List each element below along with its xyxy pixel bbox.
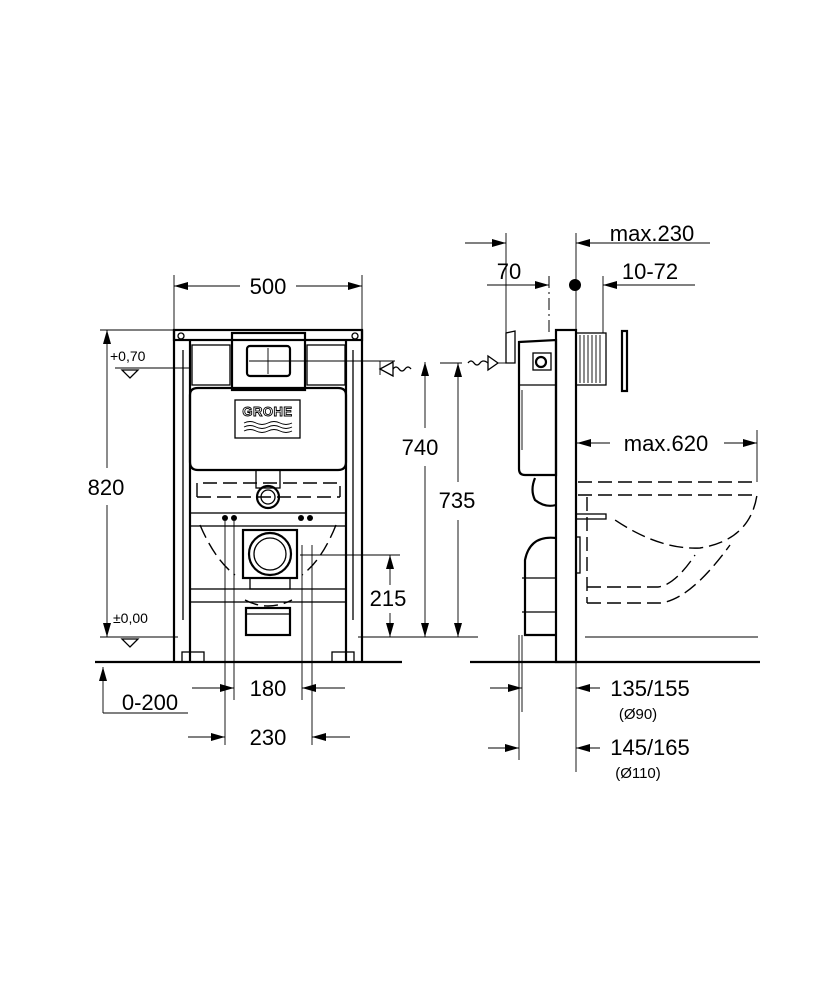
brand-logo-box <box>234 399 301 439</box>
dim-inlet-offset: 70 <box>497 259 521 284</box>
level-floor-label: ±0,00 <box>113 610 148 626</box>
level-marker-icon <box>120 638 140 648</box>
dim-bowl-projection: max.620 <box>624 431 708 456</box>
mounting-frame <box>172 328 364 663</box>
cistern: GROHE <box>188 386 348 472</box>
dim-plate-projection: 10-72 <box>622 259 678 284</box>
dim-floor-adjust: 0-200 <box>122 690 178 715</box>
frame-side <box>554 328 578 664</box>
wc-bowl-outline <box>575 481 758 604</box>
side-view: 735 max.230 70 10-72 max.620 135/155 (Ø9… <box>439 221 760 782</box>
reference-dot-icon <box>569 279 581 291</box>
level-marker-icon <box>120 369 140 379</box>
dim-max-230: max.230 <box>610 221 694 246</box>
dim-inlet-height-side: 735 <box>439 488 476 513</box>
dim-outlet-110-diameter: (Ø110) <box>615 765 661 782</box>
flush-plate-side <box>575 329 629 393</box>
dim-bolt-spacing-outer: 230 <box>250 725 287 750</box>
dim-width: 500 <box>250 274 287 299</box>
flush-plate <box>230 331 307 392</box>
front-view: GROHE <box>88 274 478 750</box>
flush-pipe <box>196 469 341 607</box>
mounting-bolts <box>222 515 313 745</box>
water-inlet-symbol-front <box>255 360 412 378</box>
dim-inlet-height: 740 <box>402 435 439 460</box>
dim-outlet-110: 145/165 <box>610 735 690 760</box>
water-inlet-symbol-side <box>440 354 506 372</box>
dim-outlet-height: 215 <box>370 586 407 611</box>
cistern-side <box>505 330 558 760</box>
dim-height-total: 820 <box>88 475 125 500</box>
brand-logo: GROHE <box>242 404 292 419</box>
waste-outlet <box>241 528 299 637</box>
dim-outlet-90-diameter: (Ø90) <box>619 706 657 723</box>
dim-outlet-90: 135/155 <box>610 676 690 701</box>
level-top-label: +0,70 <box>110 348 146 364</box>
dim-bolt-spacing-inner: 180 <box>250 676 287 701</box>
